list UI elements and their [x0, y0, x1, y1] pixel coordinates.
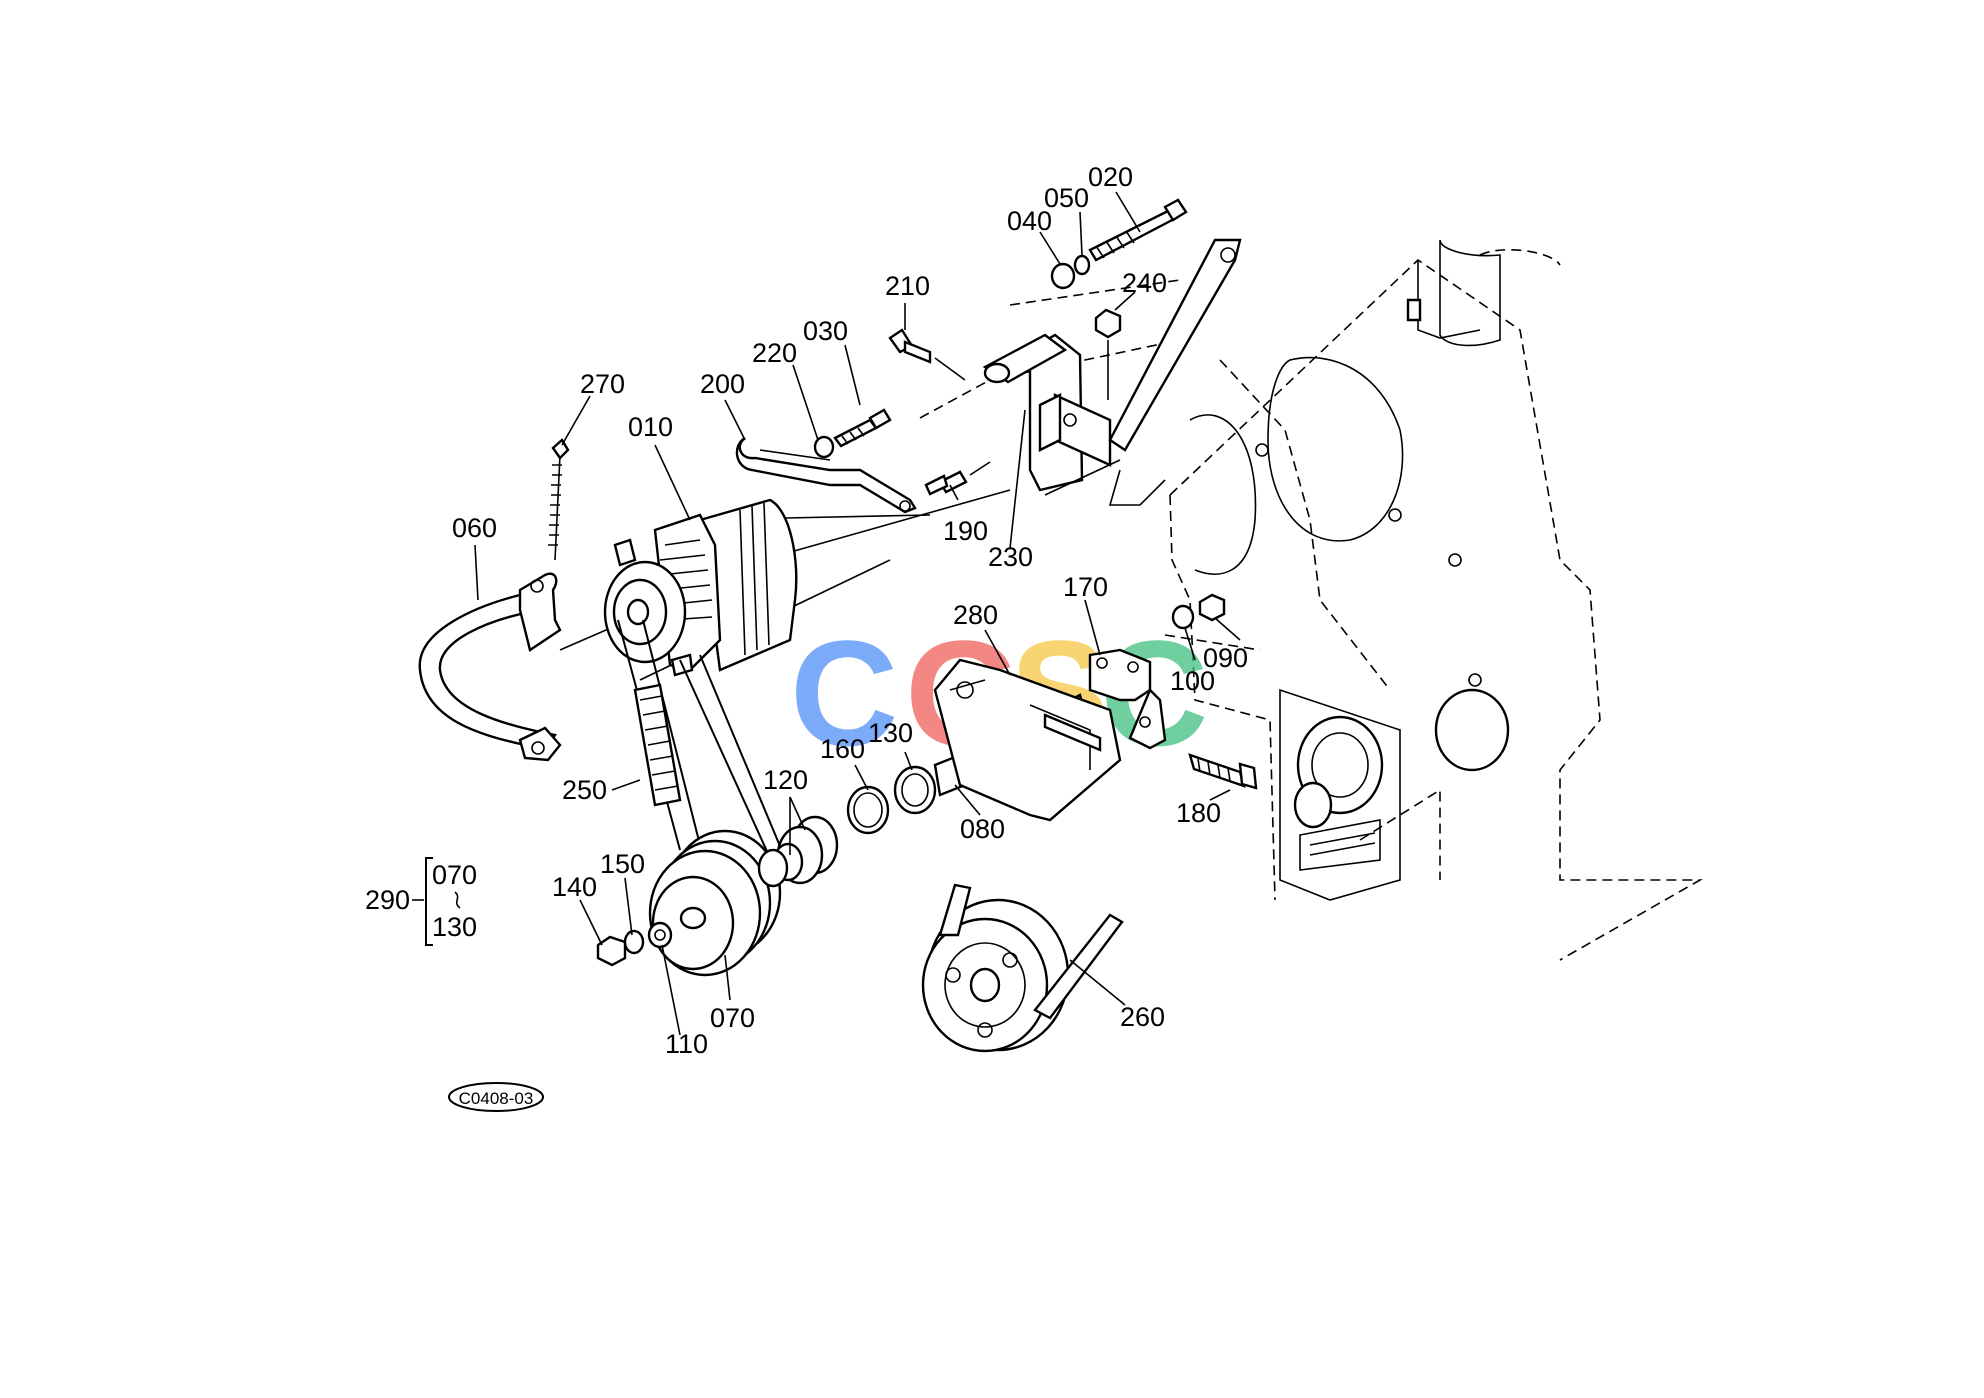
label-130a: 130 — [868, 718, 913, 748]
watermark-letter-1: C — [790, 609, 898, 777]
engine-block — [1169, 239, 1704, 961]
label-010: 010 — [628, 412, 673, 442]
bolt-020-assembly — [1050, 198, 1188, 400]
label-220: 220 — [752, 338, 797, 368]
group-first-label: 070 — [432, 860, 477, 890]
group-last-label: 130 — [432, 912, 477, 942]
label-120: 120 — [763, 765, 808, 795]
part-labels: 020 050 040 210 240 030 220 270 200 010 … — [452, 162, 1248, 1059]
label-140: 140 — [552, 872, 597, 902]
label-030: 030 — [803, 316, 848, 346]
alternator — [559, 489, 1011, 681]
label-050: 050 — [1044, 183, 1089, 213]
label-150: 150 — [600, 849, 645, 879]
label-100: 100 — [1170, 666, 1215, 696]
label-200: 200 — [700, 369, 745, 399]
label-280: 280 — [953, 600, 998, 630]
idler-bracket — [933, 593, 1261, 822]
label-040: 040 — [1007, 206, 1052, 236]
label-260: 260 — [1120, 1002, 1165, 1032]
label-110: 110 — [665, 1029, 708, 1059]
v-belt-and-pulley — [617, 619, 791, 977]
group-parent-label: 290 — [365, 885, 410, 915]
adjusting-link-200 — [735, 408, 991, 514]
label-180: 180 — [1176, 798, 1221, 828]
assembly-group-290: 290 070 130 — [365, 857, 477, 946]
label-210: 210 — [885, 271, 930, 301]
fan-pulley — [921, 883, 1124, 1053]
label-270: 270 — [580, 369, 625, 399]
label-250: 250 — [562, 775, 607, 805]
adjusting-bracket — [919, 238, 1242, 506]
label-020: 020 — [1088, 162, 1133, 192]
label-160: 160 — [820, 734, 865, 764]
belt-guard-clamp — [418, 438, 570, 762]
bolt-210 — [888, 328, 966, 381]
label-090: 090 — [1203, 643, 1248, 673]
label-170: 170 — [1063, 572, 1108, 602]
label-190: 190 — [943, 516, 988, 546]
label-060: 060 — [452, 513, 497, 543]
label-070: 070 — [710, 1003, 755, 1033]
label-080: 080 — [960, 814, 1005, 844]
figure-code: C0408-03 — [459, 1089, 534, 1108]
label-240: 240 — [1122, 268, 1167, 298]
pulley-nut-washer — [596, 921, 673, 967]
leader-lines — [474, 191, 1241, 1036]
figure-code-badge: C0408-03 — [448, 1082, 544, 1112]
label-230: 230 — [988, 542, 1033, 572]
